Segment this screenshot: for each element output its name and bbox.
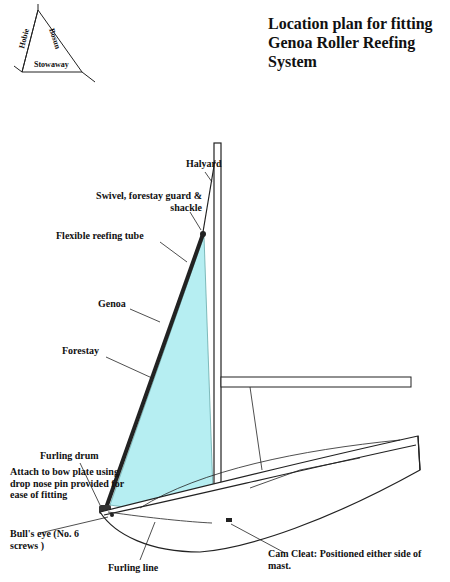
mainsheet bbox=[250, 387, 262, 470]
title: Location plan for fitting Genoa Roller R… bbox=[268, 14, 443, 72]
leader-lines bbox=[40, 172, 285, 560]
cam-cleat bbox=[226, 518, 232, 522]
inset-sail bbox=[14, 4, 95, 82]
part-label: Genoa bbox=[98, 298, 126, 310]
bulls-eye bbox=[110, 513, 114, 517]
part-label: Bull's eye (No. 6 screws ) bbox=[10, 528, 100, 551]
swivel bbox=[200, 231, 206, 237]
part-label: Swivel, forestay guard & shackle bbox=[92, 190, 202, 213]
part-label: Furling line bbox=[108, 562, 158, 574]
boom bbox=[221, 377, 411, 387]
part-label: Flexible reefing tube bbox=[56, 230, 186, 242]
genoa-sail bbox=[110, 236, 214, 520]
part-label: Furling drum bbox=[40, 450, 99, 462]
note-label: Attach to bow plate using drop nose pin … bbox=[10, 466, 132, 501]
inset-label: Stowaway bbox=[34, 60, 69, 69]
inset-label: Bosun bbox=[47, 27, 62, 50]
forestay bbox=[106, 234, 203, 508]
furling-line bbox=[108, 512, 212, 523]
halyard-line bbox=[203, 160, 215, 232]
hull bbox=[100, 436, 420, 552]
part-label: Forestay bbox=[62, 345, 99, 357]
part-label: Cam Cleat: Positioned either side of mas… bbox=[268, 548, 438, 571]
part-label: Halyard bbox=[186, 158, 222, 170]
